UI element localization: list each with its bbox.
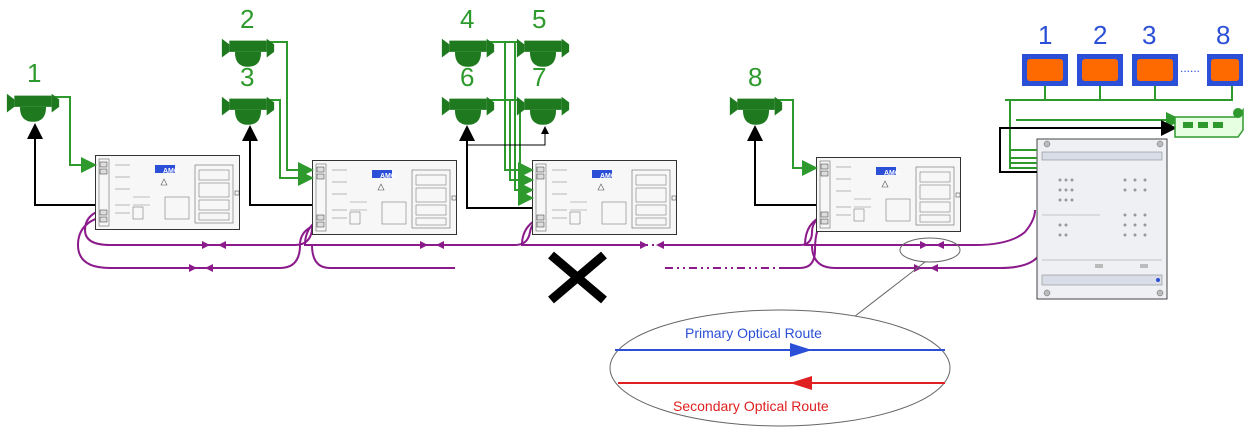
transmitter-unit-4 xyxy=(816,157,961,232)
brand-label-2: AMG xyxy=(380,173,397,180)
monitor-row xyxy=(1022,54,1243,86)
camera-label-6: 6 xyxy=(460,62,474,92)
brand-label-4: AMG xyxy=(884,170,901,177)
receiver-rack xyxy=(1036,138,1168,300)
fibre-direction-arrows xyxy=(189,241,944,272)
monitor-label-1: 1 xyxy=(1038,20,1052,50)
camera-8-icon xyxy=(729,96,783,125)
camera-label-5: 5 xyxy=(532,4,546,34)
monitor-label-2: 2 xyxy=(1093,20,1107,50)
camera-1-icon xyxy=(6,93,60,122)
fault-cross-icon xyxy=(548,251,607,304)
transmitter-unit-3 xyxy=(532,160,677,235)
secondary-route-arrow xyxy=(790,376,812,390)
telemetry-wires xyxy=(27,120,1177,209)
primary-route-arrow xyxy=(790,343,812,357)
transmitter-unit-2 xyxy=(312,160,457,235)
camera-label-7: 7 xyxy=(532,62,546,92)
control-keyboard-icon xyxy=(1174,107,1244,138)
brand-label-1: AMG xyxy=(163,168,180,175)
primary-route-label: Primary Optical Route xyxy=(685,325,822,341)
monitor-ellipsis: ...... xyxy=(1180,61,1200,75)
camera-video-wires xyxy=(55,41,1233,206)
brand-label-3: AMG xyxy=(600,173,617,180)
monitor-label-3: 3 xyxy=(1142,20,1156,50)
camera-6-icon xyxy=(441,96,495,125)
camera-label-4: 4 xyxy=(460,4,474,34)
route-callout: Primary Optical Route Secondary Optical … xyxy=(609,237,961,427)
camera-label-3: 3 xyxy=(240,62,254,92)
secondary-route-label: Secondary Optical Route xyxy=(673,398,829,414)
camera-label-1: 1 xyxy=(27,58,41,88)
transmitter-unit-1 xyxy=(95,155,240,230)
camera-3-icon xyxy=(221,96,275,125)
camera-label-2: 2 xyxy=(240,4,254,34)
camera-label-8: 8 xyxy=(748,62,762,92)
monitor-label-8: 8 xyxy=(1216,20,1230,50)
camera-7-icon xyxy=(516,96,570,125)
